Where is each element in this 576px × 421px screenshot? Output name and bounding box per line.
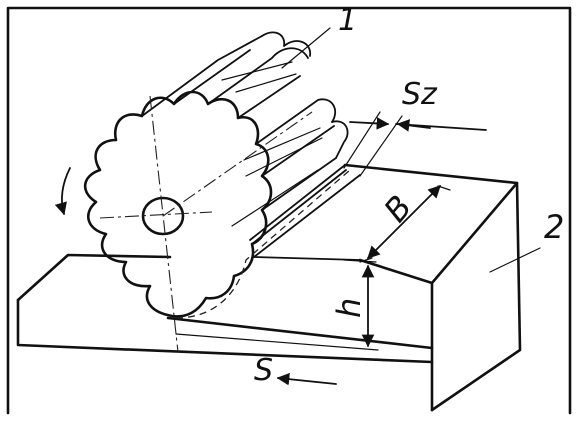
workpiece <box>16 163 522 412</box>
image-border <box>6 6 572 415</box>
feed-label: S <box>254 353 273 388</box>
workpiece-label: 2 <box>544 208 564 246</box>
depth-label: h <box>330 298 368 318</box>
cutter-label: 1 <box>338 3 357 38</box>
milling-cutter <box>54 31 351 353</box>
feed-per-tooth-label: Sz <box>402 77 438 112</box>
width-label: B <box>376 188 419 229</box>
annotations <box>175 27 541 386</box>
